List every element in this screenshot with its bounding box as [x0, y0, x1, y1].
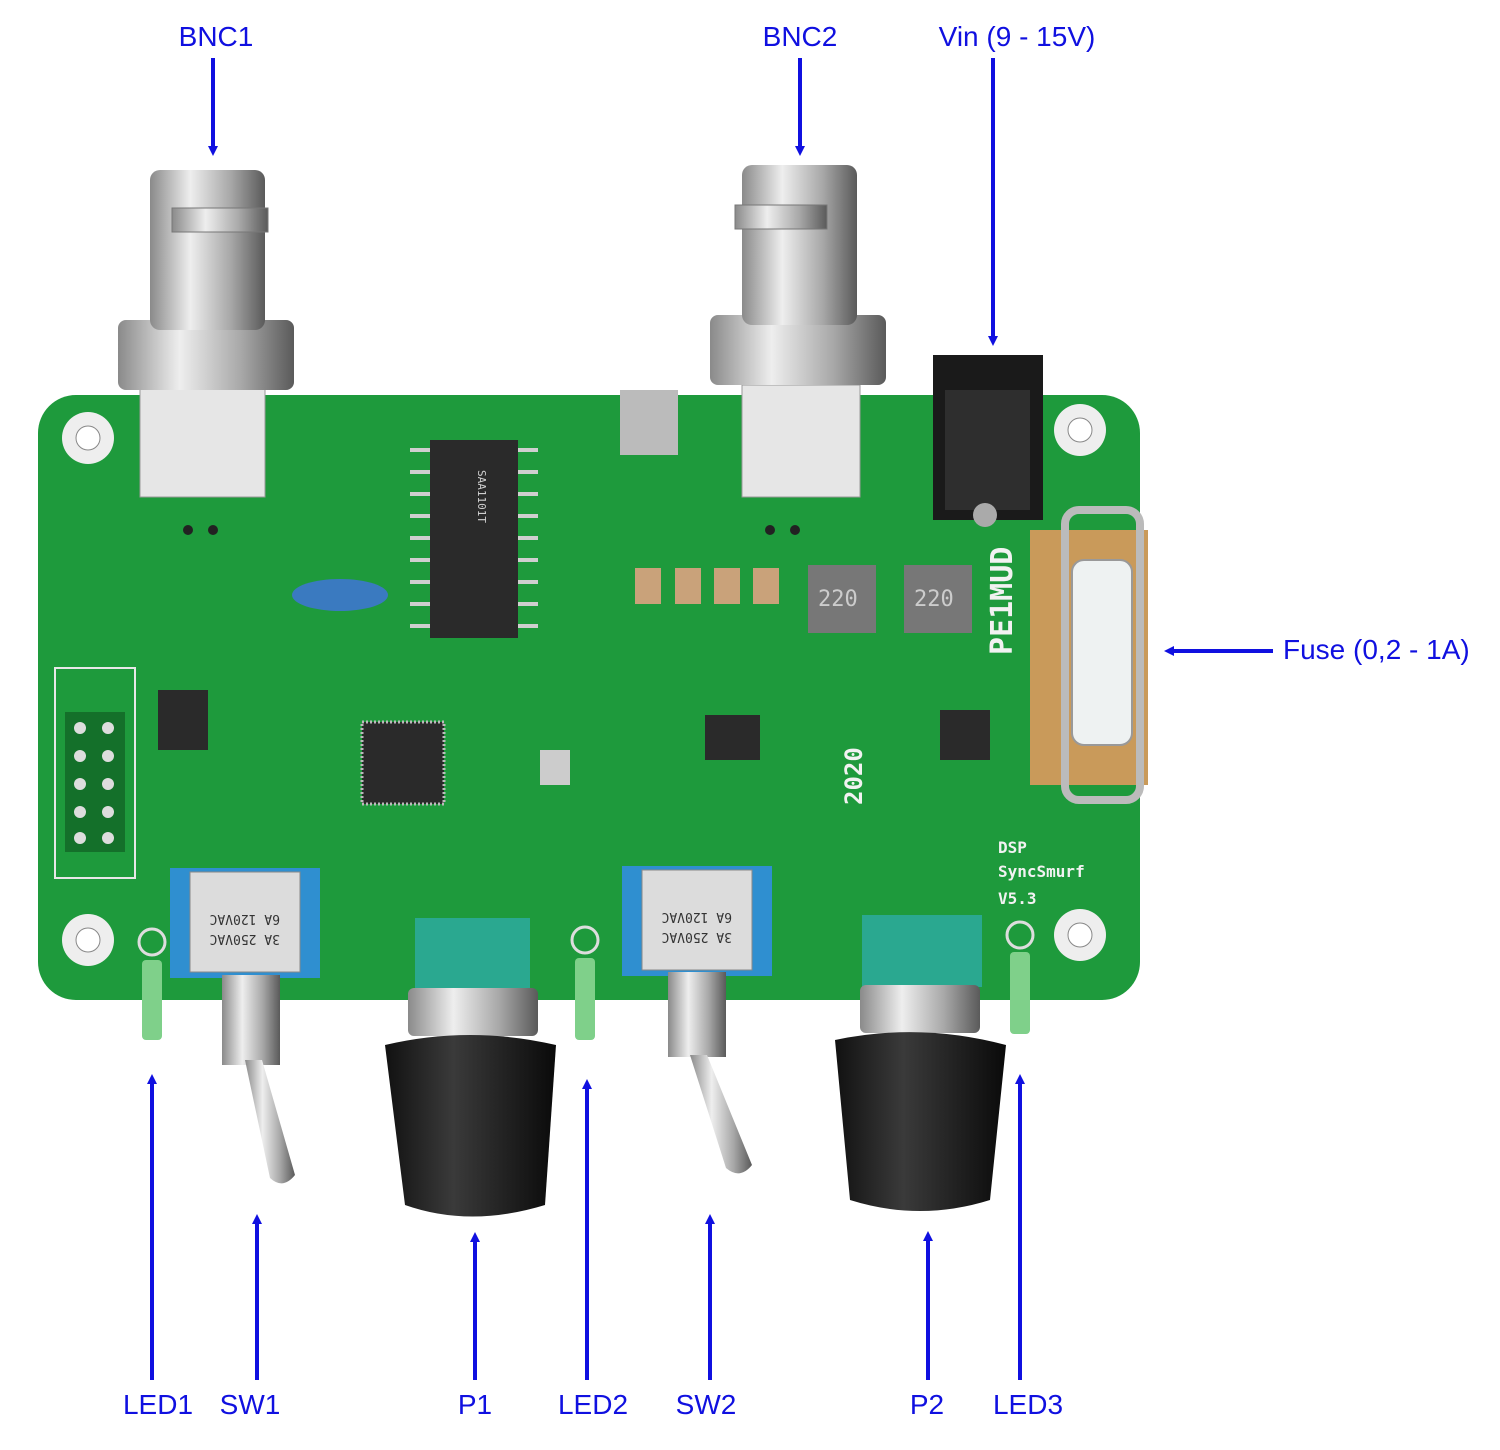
sw2-toggle-switch: 3A 250VAC 6A 120VAC — [622, 866, 772, 1174]
pcb-board: SAA1101T 220 220 PE1MUD 2020 DSP SyncSmu… — [38, 390, 1140, 1000]
p1-potentiometer — [385, 918, 556, 1217]
fuse-holder — [1030, 506, 1148, 804]
inductor-value: 220 — [914, 587, 954, 612]
capacitor-row — [635, 568, 779, 604]
sw1-rating-2: 6A 120VAC — [210, 911, 280, 926]
silkscreen-year: 2020 — [840, 747, 868, 805]
sw2-rating-1: 3A 250VAC — [662, 929, 732, 944]
inductor-value: 220 — [818, 587, 858, 612]
label-led3: LED3 — [993, 1389, 1063, 1420]
bnc1-connector — [118, 170, 294, 535]
ic2-chip: SAA1101T — [410, 440, 538, 638]
silkscreen-callsign: PE1MUD — [985, 547, 1020, 655]
label-led2: LED2 — [558, 1389, 628, 1420]
mounting-hole — [1054, 909, 1106, 961]
pin-header — [65, 712, 125, 852]
label-sw2: SW2 — [676, 1389, 737, 1420]
led2 — [570, 925, 600, 1040]
ic2-marking: SAA1101T — [475, 470, 488, 523]
label-p1: P1 — [458, 1389, 492, 1420]
silkscreen-version: V5.3 — [998, 889, 1037, 908]
silkscreen-name: SyncSmurf — [998, 862, 1085, 881]
regulator — [705, 715, 760, 760]
mounting-hole — [1054, 404, 1106, 456]
blue-capacitor — [292, 579, 388, 611]
sw2-rating-2: 6A 120VAC — [662, 909, 732, 924]
mounting-hole — [62, 914, 114, 966]
annotation-arrows — [147, 58, 1273, 1380]
label-bnc2: BNC2 — [763, 21, 838, 52]
dsp-chip — [360, 720, 446, 806]
led3 — [1005, 920, 1035, 1034]
led1 — [137, 927, 167, 1040]
soic-chip — [158, 690, 208, 750]
sw1-toggle-switch: 3A 250VAC 6A 120VAC — [170, 868, 320, 1184]
label-p2: P2 — [910, 1389, 944, 1420]
bnc2-connector — [710, 165, 886, 535]
inductor-l2: 220 220 — [808, 565, 972, 633]
sw1-rating-1: 3A 250VAC — [210, 931, 280, 946]
mounting-hole — [62, 412, 114, 464]
inductor-l1 — [620, 390, 678, 455]
crystal — [540, 750, 570, 785]
p2-potentiometer — [835, 915, 1006, 1211]
silkscreen-dsp: DSP — [998, 838, 1027, 857]
label-fuse: Fuse (0,2 - 1A) — [1283, 634, 1470, 665]
label-sw1: SW1 — [220, 1389, 281, 1420]
ic3-chip — [940, 710, 990, 760]
label-bnc1: BNC1 — [179, 21, 254, 52]
power-jack — [933, 355, 1043, 527]
label-led1: LED1 — [123, 1389, 193, 1420]
label-vin: Vin (9 - 15V) — [939, 21, 1096, 52]
